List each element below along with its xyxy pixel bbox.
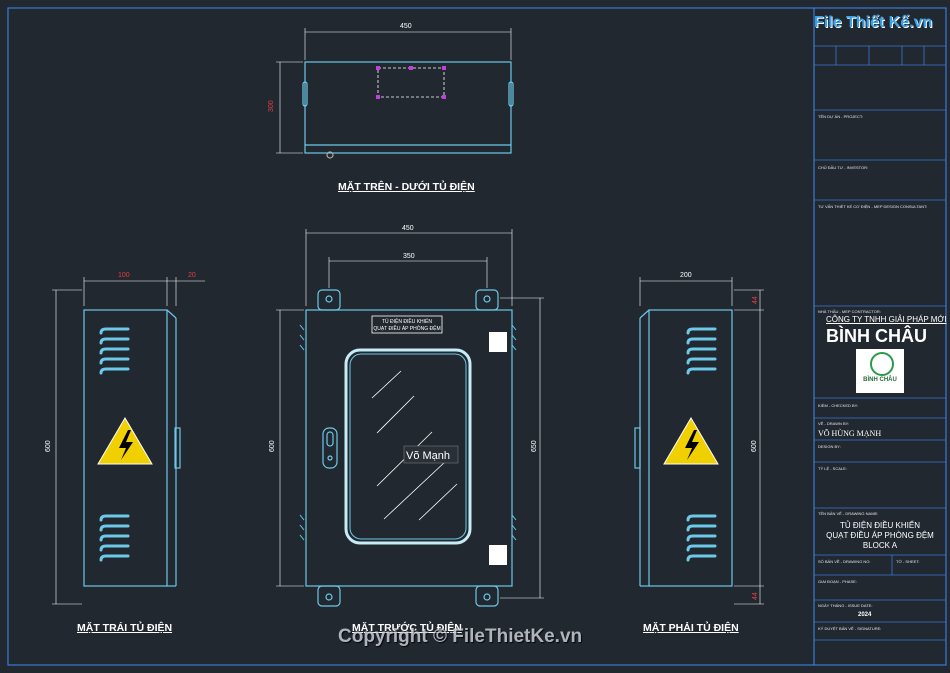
drawing-title-label: TÊN BẢN VẼ - DRAWING NAME: (818, 511, 879, 516)
left-view (83, 309, 181, 587)
scale-label: TỶ LỆ - SCALE: (818, 466, 847, 471)
front-height-dim-left: 600 (269, 440, 276, 452)
nameplate (371, 315, 443, 334)
top-view-label: MẶT TRÊN - DƯỚI TỦ ĐIỆN (338, 181, 475, 193)
right-view (634, 309, 733, 587)
filethietke-logo: File Thiết Kế.vn (812, 12, 932, 42)
right-view-label: MẶT PHẢI TỦ ĐIỆN (643, 622, 739, 634)
front-width-dim: 450 (402, 225, 414, 232)
front-inner-dim: 350 (403, 253, 415, 260)
right-top-dim: 44 (752, 296, 759, 304)
left-width-dim: 100 (118, 272, 130, 279)
right-vents-top (686, 327, 717, 375)
author-tag: Võ Mạnh (406, 450, 450, 462)
right-width-dim: 200 (680, 272, 692, 279)
contractor-label: NHÀ THẦU - MEP CONTRACTOR: (818, 309, 881, 314)
date-value: 2024 (858, 612, 872, 618)
company-logo-circle-icon (870, 352, 894, 376)
top-view-dims (276, 28, 512, 154)
right-vents-bottom (686, 514, 717, 562)
checked-label: KIỂM - CHECKED BY: (818, 403, 859, 408)
consultant-label: TƯ VẤN THIẾT KẾ CƠ ĐIỆN - MEP DESIGN CON… (818, 204, 928, 209)
hinge-bottom (489, 545, 507, 565)
top-view (302, 61, 514, 159)
phase-label: GIAI ĐOẠN - PHASE: (818, 579, 857, 584)
copyright-watermark: Copyright © FileThietKe.vn (338, 626, 583, 647)
company-logo-text: BÌNH CHÂU (863, 377, 897, 383)
titleblock-grid (814, 45, 946, 641)
nameplate-line1: TỦ ĐIỆN ĐIỀU KHIỂN (382, 317, 432, 325)
left-vents-bottom (99, 514, 130, 562)
right-view-dims (639, 277, 764, 605)
company-logo: BÌNH CHÂU (856, 349, 904, 393)
investor-label: CHỦ ĐẦU TƯ - INVESTOR: (818, 165, 869, 170)
right-warning-icon (663, 417, 719, 465)
drawn-label: VẼ - DRAWN BY: (818, 421, 850, 426)
drawing-no-label: SỐ BẢN VẼ - DRAWING NO: (818, 559, 871, 564)
front-height-dim-right: 650 (531, 440, 538, 452)
front-view-label: MẶT TRƯỚC TỦ ĐIỆN (352, 622, 462, 634)
left-side-dim: 20 (188, 272, 196, 279)
project-label: TÊN DỰ ÁN - PROJECT: (818, 114, 863, 119)
nameplate-line2: QUẠT ĐIỀU ÁP PHÒNG ĐỆM (373, 324, 440, 332)
front-glass-reflections (371, 370, 458, 521)
left-view-label: MẶT TRÁI TỦ ĐIỆN (77, 622, 173, 634)
right-bottom-dim: 44 (752, 592, 759, 600)
drawn-value: VÕ HÙNG MẠNH (818, 429, 882, 438)
design-label: DESIGN BY: (818, 444, 841, 449)
signature-label: KÝ DUYỆT BẢN VẼ - SIGNATURE: (818, 626, 882, 631)
left-view-dims (52, 277, 205, 605)
front-view (305, 289, 513, 607)
top-view-handles (376, 66, 446, 99)
sheet-border (7, 7, 947, 666)
date-label: NGÀY THÁNG - ISSUE DATE: (818, 603, 873, 608)
sheet-label: TỜ - SHEET: (896, 559, 920, 564)
left-warning-icon (97, 417, 153, 465)
front-view-dims (276, 229, 544, 599)
left-vents-top (99, 327, 130, 375)
front-side-ticks (299, 324, 517, 541)
drawing-title-line3: BLOCK A (862, 541, 898, 550)
top-height-dim: 300 (268, 100, 275, 112)
logo-text: File Thiết Kế.vn (814, 14, 933, 31)
drawing-title-line2: QUẠT ĐIỀU ÁP PHÒNG ĐỆM (826, 531, 934, 540)
company-line2: BÌNH CHÂU (826, 326, 927, 346)
author-tag-box (403, 445, 459, 464)
right-height-dim: 600 (751, 440, 758, 452)
company-line1: CÔNG TY TNHH GIẢI PHÁP MỚI (826, 315, 947, 324)
top-width-dim: 450 (400, 23, 412, 30)
hinge-top (489, 332, 507, 352)
left-height-dim: 600 (45, 440, 52, 452)
drawing-title-line1: TỦ ĐIỆN ĐIỀU KHIỂN (839, 521, 920, 530)
